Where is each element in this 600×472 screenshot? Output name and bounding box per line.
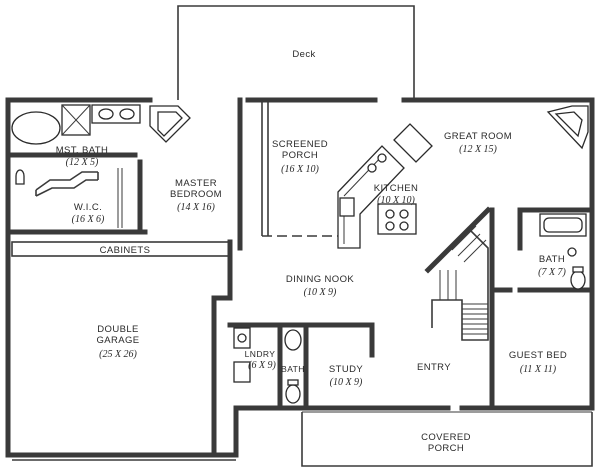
great-room-name: GREAT ROOM (444, 131, 512, 142)
kitchen-counters (337, 123, 433, 249)
laundry-name: LNDRY (245, 349, 276, 359)
double-garage-name-1: DOUBLE (97, 324, 138, 335)
kitchen-name: KITCHEN (374, 183, 419, 194)
great-room-dim: (12 X 15) (459, 144, 497, 155)
guest-bed-dim: (11 X 11) (520, 364, 557, 375)
kitchen-dim: (10 X 10) (377, 195, 415, 206)
master-bath-fixtures (11, 104, 191, 228)
covered-porch (301, 411, 593, 467)
deck-label: Deck (292, 49, 315, 60)
covered-porch-name-1: COVERED (421, 432, 471, 443)
bath-right-dim: (7 X 7) (538, 267, 566, 278)
dining-nook-dim: (10 X 9) (304, 287, 337, 298)
entry-name: ENTRY (417, 362, 451, 373)
deck: Deck (177, 5, 415, 100)
interior-walls (5, 97, 595, 458)
exterior-walls (5, 97, 595, 461)
fireplace (546, 105, 589, 150)
double-garage-name-2: GARAGE (96, 335, 139, 346)
master-bedroom-name-2: BEDROOM (170, 189, 222, 200)
mst-bath-name: MST. BATH (56, 145, 109, 156)
double-garage-dim: (25 X 26) (99, 349, 137, 360)
study-dim: (10 X 9) (330, 377, 363, 388)
cabinets-name: CABINETS (100, 245, 151, 256)
wic-dim: (16 X 6) (72, 214, 105, 225)
master-bedroom-dim: (14 X 16) (177, 202, 215, 213)
screened-porch-dim: (16 X 10) (281, 164, 319, 175)
bath-small-name: BATH (281, 364, 305, 374)
room-labels: MST. BATH (12 X 5) W.I.C. (16 X 6) MASTE… (56, 131, 567, 454)
study-name: STUDY (329, 364, 363, 375)
dining-nook-name: DINING NOOK (286, 274, 355, 285)
stairs (431, 225, 489, 341)
covered-porch-name-2: PORCH (428, 443, 464, 454)
screened-porch-name-2: PORCH (282, 150, 318, 161)
bath-right-name: BATH (539, 254, 565, 265)
screened-porch-name-1: SCREENED (272, 139, 328, 150)
laundry-bath-fixtures (233, 327, 302, 404)
master-bedroom-name-1: MASTER (175, 178, 217, 189)
guest-bed-name: GUEST BED (509, 350, 567, 361)
wic-name: W.I.C. (74, 202, 102, 213)
guest-bath-fixtures (539, 213, 587, 290)
mst-bath-dim: (12 X 5) (66, 157, 99, 168)
laundry-dim: (6 X 9) (248, 360, 276, 371)
